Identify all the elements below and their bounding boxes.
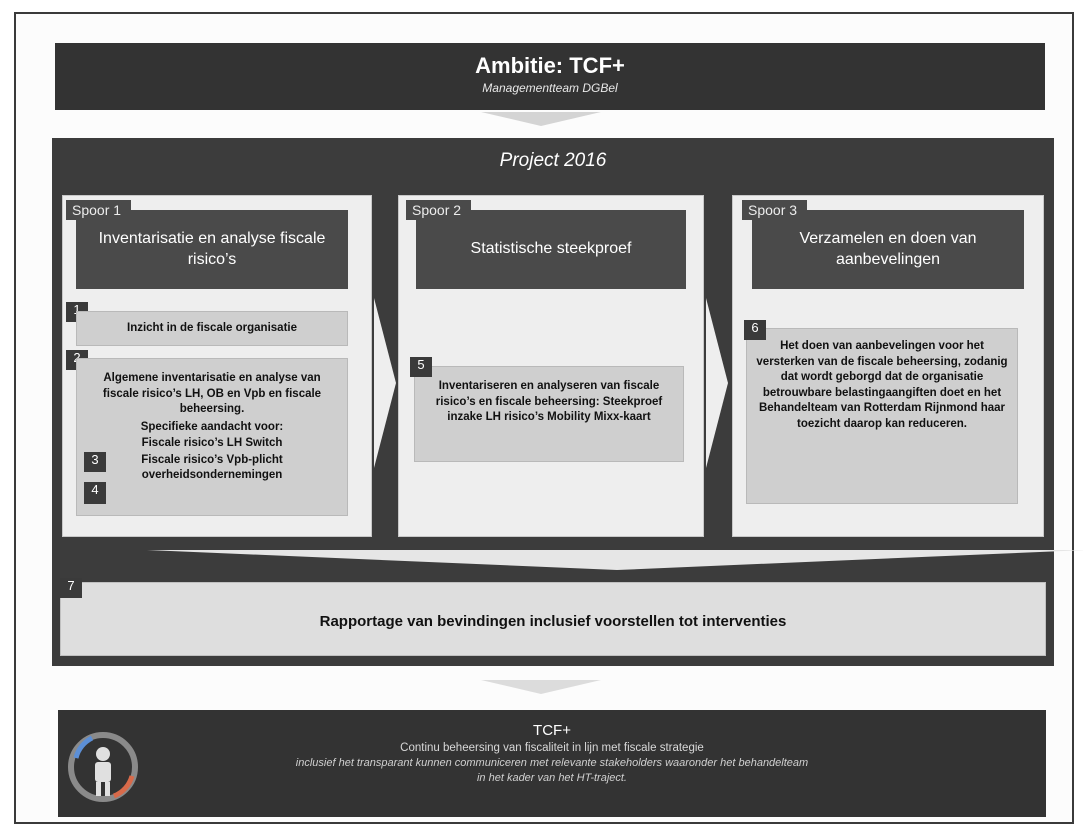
specific-attention-heading: Specifieke aandacht voor:: [140, 420, 284, 433]
track-1-title: Inventarisatie en analyse fiscale risico…: [76, 210, 348, 289]
down-arrow-bottom: [481, 680, 601, 694]
chevron-right-icon: [374, 298, 396, 468]
step-2-box: Algemene inventarisatie en analyse van f…: [76, 358, 348, 516]
track-2-label: Spoor 2: [406, 200, 472, 220]
step-3-text: Fiscale risico’s LH Switch: [141, 437, 283, 450]
step-5-box: Inventariseren en analyseren van fiscale…: [414, 366, 684, 462]
project-title: Project 2016: [499, 150, 607, 171]
step-4-text: Fiscale risico’s Vpb-plicht overheidsond…: [141, 453, 283, 482]
track-1-label: Spoor 1: [66, 200, 132, 220]
chevron-right-icon: [706, 298, 728, 468]
down-arrow-top: [481, 112, 601, 126]
ambition-subtitle: Managementteam DGBel: [482, 81, 618, 95]
project-panel: Project 2016 Inventarisatie en analyse f…: [52, 138, 1083, 666]
person-cycle-icon: [64, 728, 142, 806]
step-1-text: Inzicht in de fiscale organisatie: [127, 322, 297, 334]
report-text: Rapportage van bevindingen inclusief voo…: [319, 613, 787, 630]
step-1-box: Inzicht in de fiscale organisatie: [76, 311, 348, 346]
track-3-title: Verzamelen en doen van aanbevelingen: [752, 210, 1024, 289]
report-box: Rapportage van bevindingen inclusief voo…: [60, 582, 1046, 656]
outcome-line-2: inclusief het transparant kunnen communi…: [295, 757, 809, 769]
ambition-title: Ambitie: TCF+: [475, 53, 625, 78]
outcome-banner: TCF+ Continu beheersing van fiscaliteit …: [58, 710, 1046, 817]
converge-arrow-icon: [147, 550, 1083, 570]
track-3-label: Spoor 3: [742, 200, 808, 220]
step-badge-5: 5: [410, 357, 432, 377]
step-badge-6: 6: [744, 320, 766, 340]
outcome-line-3: in het kader van het HT-traject.: [476, 772, 627, 784]
outcome-line-1: Continu beheersing van fiscaliteit in li…: [400, 742, 704, 754]
step-badge-7: 7: [60, 578, 82, 598]
step-6-box: Het doen van aanbevelingen voor het vers…: [746, 328, 1018, 504]
step-2-text: Algemene inventarisatie en analyse van f…: [102, 372, 322, 416]
track-2-title: Statistische steekproef: [416, 210, 686, 289]
step-badge-3: 3: [84, 452, 106, 472]
step-5-text: Inventariseren en analyseren van fiscale…: [435, 380, 663, 424]
step-6-text: Het doen van aanbevelingen voor het vers…: [756, 340, 1008, 430]
step-badge-4: 4: [84, 482, 106, 504]
outcome-title: TCF+: [533, 722, 571, 739]
ambition-banner: Ambitie: TCF+ Managementteam DGBel: [55, 43, 1045, 110]
